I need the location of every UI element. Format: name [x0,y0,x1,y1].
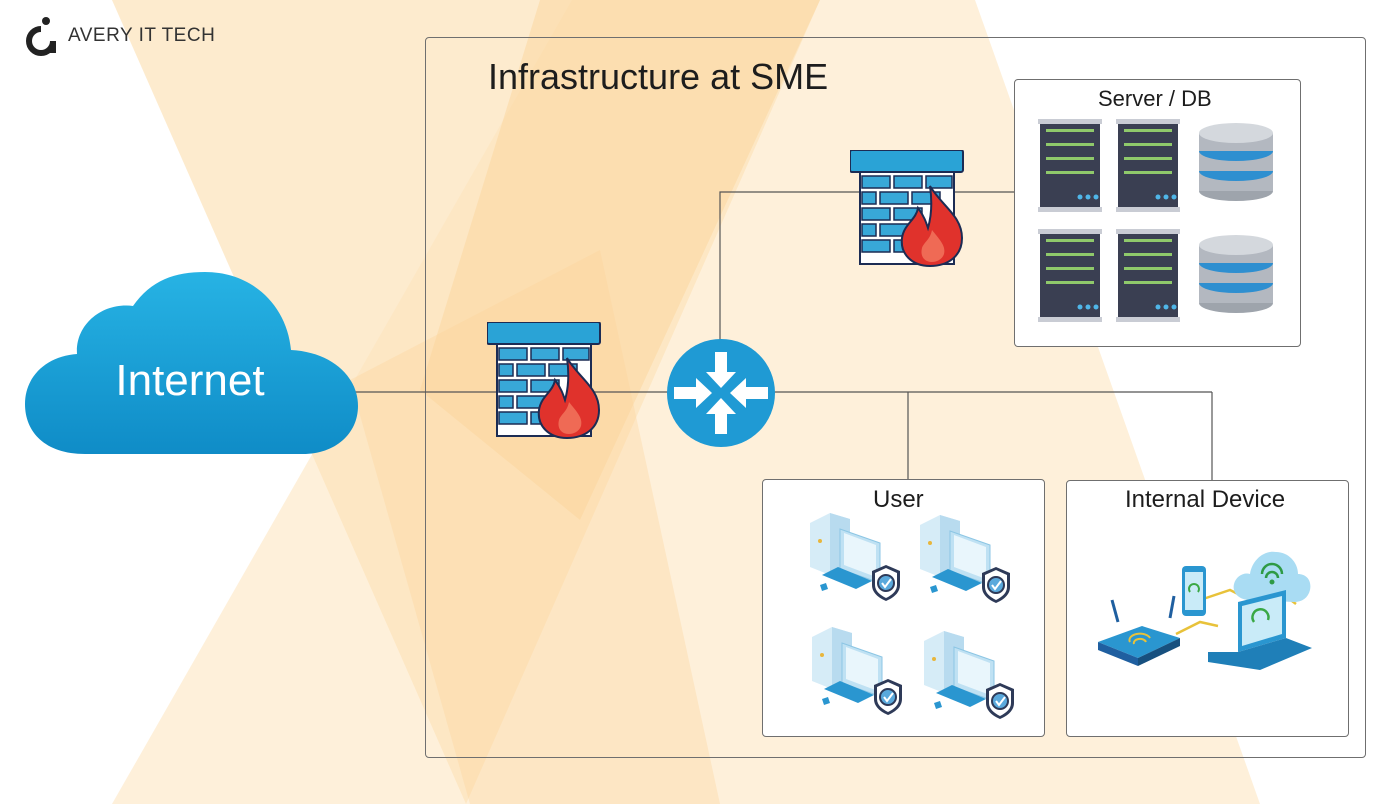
secured-computer-icon [809,512,901,602]
router-icon [667,339,775,447]
phone-icon [1182,566,1206,616]
internal-device-items [1098,551,1312,670]
edge-firewall-icon [487,322,601,440]
brand: AVERY IT TECH [24,14,215,58]
internet-label: Internet [115,356,265,405]
server-db-label: Server / DB [1098,86,1212,111]
secured-computer-icon [923,630,1015,720]
user-label: User [873,486,924,513]
secured-computer-icon [811,626,903,716]
wifi-router-icon [1098,595,1180,666]
cloud-wifi-icon [1233,551,1311,602]
secured-computer-icon [919,514,1011,604]
avery-logo-icon [26,17,56,56]
diagram-title: Infrastructure at SME [488,56,829,97]
cloud-icon [25,272,358,454]
internal-device-label: Internal Device [1125,486,1286,513]
brand-name: AVERY IT TECH [68,25,216,46]
infrastructure-frame [425,37,1366,758]
server-firewall-icon [850,150,964,268]
user-items [809,512,1015,720]
server-db-items [1038,119,1273,322]
database-icon [1199,235,1273,313]
database-icon [1199,123,1273,201]
server-icon [1038,229,1102,322]
server-icon [1038,119,1102,212]
laptop-icon [1208,590,1312,670]
server-icon [1116,229,1180,322]
server-icon [1116,119,1180,212]
